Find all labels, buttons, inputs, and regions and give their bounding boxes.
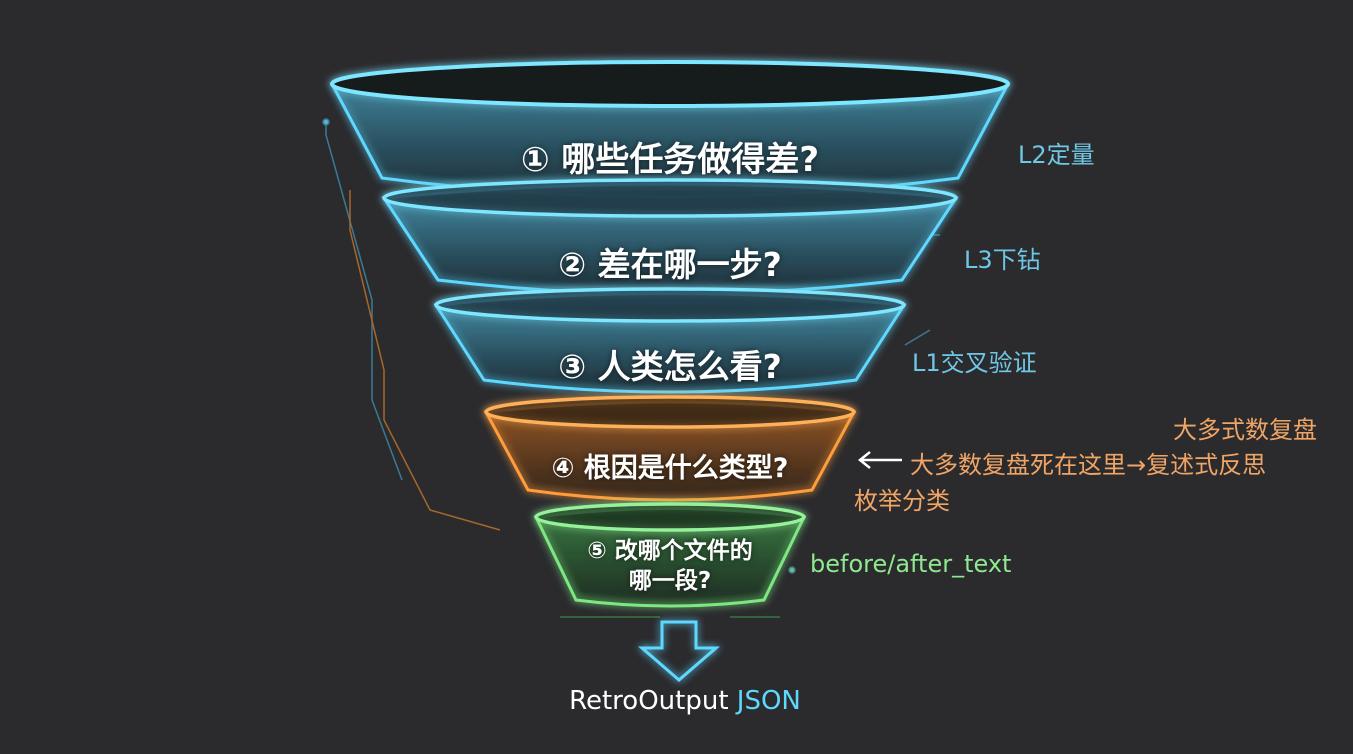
- note-top: 大多式数复盘: [1173, 416, 1317, 444]
- output-suffix: JSON: [736, 686, 801, 716]
- left-arrow-icon: [857, 451, 902, 469]
- funnel-stage-3: [433, 287, 907, 394]
- circuit-line: [325, 122, 403, 481]
- stage-5-title: ⑤ 改哪个文件的 哪一段?: [550, 536, 790, 596]
- stage-1-label: L2定量: [1018, 141, 1095, 169]
- stage-4-rim: [484, 395, 856, 429]
- stage-2-title: ② 差在哪一步?: [558, 245, 782, 284]
- note-arrow-text: 大多数复盘死在这里→复述式反思: [910, 451, 1267, 479]
- funnel-stage-2: [381, 178, 959, 296]
- circuit-dot: [788, 566, 796, 574]
- stage-5-title-line-1: ⑤ 改哪个文件的: [587, 538, 753, 564]
- funnel-stage-1: [329, 60, 1011, 199]
- down-arrow-icon: [637, 620, 721, 682]
- stage-3-rim: [434, 287, 906, 323]
- stage-3-label: L1交叉验证: [912, 349, 1037, 377]
- stage-2-label: L3下钻: [964, 246, 1041, 274]
- stage-1-rim: [330, 60, 1010, 108]
- stage-5-label: before/after_text: [810, 550, 1012, 578]
- stage-5-title-line-2: 哪一段?: [628, 568, 712, 594]
- output-label: RetroOutput JSON: [480, 686, 890, 716]
- output-prefix: RetroOutput: [569, 686, 729, 716]
- circuit-line: [349, 190, 501, 531]
- circuit-dot: [322, 118, 330, 126]
- stage-3-title: ③ 人类怎么看?: [558, 347, 782, 386]
- stage-5-rim: [534, 502, 806, 532]
- circuit-line: [904, 329, 931, 346]
- stage-2-rim: [382, 178, 958, 218]
- funnel-stage-4: [483, 395, 857, 502]
- stage-1-title: ① 哪些任务做得差?: [520, 140, 820, 180]
- note-bottom: 枚举分类: [854, 487, 950, 515]
- funnel-stage-5: [533, 502, 807, 608]
- stage-4-title: ④ 根因是什么类型?: [551, 453, 789, 484]
